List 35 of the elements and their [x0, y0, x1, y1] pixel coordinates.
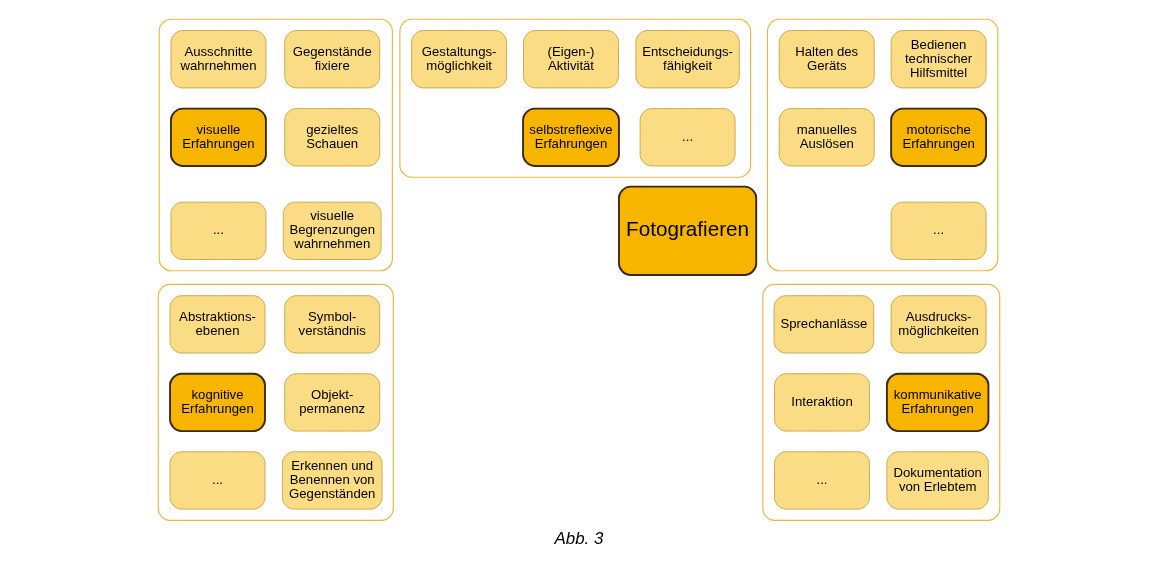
node-box: gezieltes Schauen	[284, 108, 381, 167]
node-box: Objekt- permanenz	[284, 373, 381, 432]
node-box: ...	[169, 451, 266, 510]
cluster	[399, 18, 752, 178]
node-box: visuelle Erfahrungen	[170, 107, 267, 167]
cluster	[762, 283, 1001, 521]
node-box: Gegenstände fixiere	[284, 30, 381, 89]
node-box: Dokumentation von Erlebtem	[886, 451, 989, 510]
node-box: motorische Erfahrungen	[890, 107, 988, 167]
node-box: manuelles Auslösen	[778, 108, 875, 167]
node-box: Gestaltungs- möglichkeit	[411, 30, 508, 89]
node-box: selbstreflexive Erfahrungen	[522, 107, 620, 167]
node-box: ...	[890, 201, 987, 260]
node-box: Interaktion	[774, 373, 870, 432]
node-box: Symbol- verständnis	[284, 295, 381, 354]
node-box: Fotografieren	[618, 185, 758, 276]
node-box: Ausschnitte wahrnehmen	[170, 30, 267, 89]
node-box: ...	[639, 108, 736, 167]
node-box: kognitive Erfahrungen	[169, 372, 266, 432]
node-box: Halten des Geräts	[778, 30, 875, 89]
node-box: Erkennen und Benennen von Gegenständen	[281, 451, 383, 510]
node-box: ...	[774, 451, 870, 510]
node-box: Abstraktions- ebenen	[169, 295, 266, 354]
node-box: Entscheidungs- fähigkeit	[635, 30, 740, 89]
node-box: Sprechanlässe	[773, 295, 875, 354]
cluster	[157, 283, 394, 521]
cluster	[766, 18, 999, 272]
cluster	[158, 18, 393, 272]
node-box: (Eigen-) Aktivität	[523, 30, 619, 89]
node-box: Ausdrucks- möglichkeiten	[890, 295, 987, 354]
node-box: Bedienen technischer Hilfsmittel	[890, 30, 987, 89]
node-box: kommunikative Erfahrungen	[885, 372, 990, 432]
caption: Abb. 3	[554, 529, 604, 549]
node-box: ...	[170, 201, 267, 260]
node-box: visuelle Begrenzungen wahrnehmen	[282, 201, 382, 260]
